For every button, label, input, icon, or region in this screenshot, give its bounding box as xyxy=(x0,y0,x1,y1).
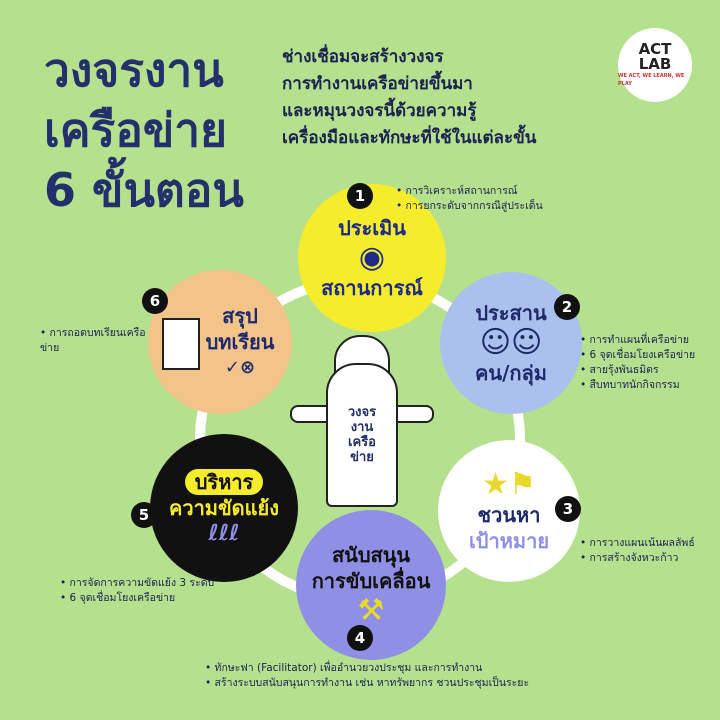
step-6-title: สรุป xyxy=(222,304,258,328)
flag-icon: ★⚑ xyxy=(482,467,536,502)
center-line: เครือ xyxy=(348,435,376,450)
step-4-title: สนับสนุน xyxy=(331,543,411,567)
title-line: เครือข่าย xyxy=(44,103,228,157)
bullet: สายรุ้งพันธมิตร xyxy=(580,363,695,378)
center-label: วงจร งาน เครือ ข่าย xyxy=(326,405,398,465)
subtitle: ช่างเชื่อมจะสร้างวงจร การทำงานเครือข่ายข… xyxy=(282,44,536,152)
subtitle-line: และหมุนวงจรนี้ด้วยความรู้ xyxy=(282,101,477,121)
step-3-subtitle: เป้าหมาย xyxy=(468,529,550,553)
step-1-circle: ประเมิน ◉ สถานการณ์ xyxy=(298,184,446,332)
step-5-circle: บริหาร ความขัดแย้ง ℓℓℓ xyxy=(150,434,298,582)
step-1-subtitle: สถานการณ์ xyxy=(321,276,423,300)
center-line: วงจร xyxy=(347,405,377,420)
bullet: 6 จุดเชื่อมโยงเครือข่าย xyxy=(60,591,214,606)
step-2-subtitle: คน/กลุ่ม xyxy=(475,361,547,385)
step-4-bullets: ทักษะฟา (Facilitator) เพื่ออำนวยวงประชุม… xyxy=(205,661,530,691)
step-3-title: ชวนหา xyxy=(477,503,541,527)
step-6-badge: 6 xyxy=(142,288,168,314)
bullet: 6 จุดเชื่อมโยงเครือข่าย xyxy=(580,348,696,363)
step-3-bullets: การวางแผนเน้นผลลัพธ์ การสร้างจังหวะก้าว xyxy=(580,536,695,566)
step-2-title: ประสาน xyxy=(475,301,547,325)
bullet: การวิเคราะห์สถานการณ์ xyxy=(396,184,543,199)
bullet: การยกระดับจากกรณีสู่ประเด็น xyxy=(396,199,543,214)
bullet: การสร้างจังหวะก้าว xyxy=(580,551,695,566)
bullet: การจัดการความขัดแย้ง 3 ระดับ xyxy=(60,576,215,591)
step-5-badge: 5 xyxy=(131,502,157,528)
title-line: 6 ขั้นตอน xyxy=(44,163,244,217)
subtitle-line: การทำงานเครือข่ายขึ้นมา xyxy=(282,74,473,94)
bullet: สืบทบาทนักกิจกรรม xyxy=(580,378,695,393)
subtitle-line: ช่างเชื่อมจะสร้างวงจร xyxy=(282,47,444,67)
page-title: วงจรงาน เครือข่าย 6 ขั้นตอน xyxy=(44,40,244,220)
bullet: สร้างระบบสนับสนุนการทำงาน เช่น หาทรัพยาก… xyxy=(205,676,530,691)
step-2-circle: ประสาน ☺☺ คน/กลุ่ม xyxy=(440,272,582,414)
people-icon: ☺☺ xyxy=(479,325,543,360)
title-line: วงจรงาน xyxy=(44,43,224,97)
center-line: ข่าย xyxy=(350,450,374,465)
document-icon xyxy=(162,318,200,370)
step-5-bullets: การจัดการความขัดแย้ง 3 ระดับ 6 จุดเชื่อม… xyxy=(60,576,215,606)
bullet: การวางแผนเน้นผลลัพธ์ xyxy=(580,536,695,551)
step-4-badge: 4 xyxy=(347,625,373,651)
bullet: การถอดบทเรียนเครือข่าย xyxy=(40,326,150,356)
step-6-subtitle: บทเรียน xyxy=(205,330,275,354)
step-2-bullets: การทำแผนที่เครือข่าย 6 จุดเชื่อมโยงเครือ… xyxy=(580,333,696,393)
step-1-bullets: การวิเคราะห์สถานการณ์ การยกระดับจากกรณีส… xyxy=(396,184,543,214)
subtitle-line: เครื่องมือและทักษะที่ใช้ในแต่ละขั้น xyxy=(282,128,537,148)
step-2-badge: 2 xyxy=(554,294,580,320)
step-4-subtitle: การขับเคลื่อน xyxy=(311,569,431,593)
step-6-bullets: การถอดบทเรียนเครือข่าย xyxy=(40,326,150,356)
step-5-subtitle: ความขัดแย้ง xyxy=(168,496,280,520)
speech-bubble-icon: บริหาร xyxy=(184,469,264,495)
step-1-badge: 1 xyxy=(347,183,373,209)
body xyxy=(326,363,398,507)
step-1-title: ประเมิน xyxy=(338,216,406,240)
check-icon: ✓⊗ xyxy=(224,357,256,378)
step-3-badge: 3 xyxy=(555,496,581,522)
tools-icon: ⚒ xyxy=(357,593,385,628)
bullet: การทำแผนที่เครือข่าย xyxy=(580,333,695,348)
center-line: งาน xyxy=(350,420,374,435)
bullet: ทักษะฟา (Facilitator) เพื่ออำนวยวงประชุม… xyxy=(205,661,529,676)
squiggle-icon: ℓℓℓ xyxy=(208,521,240,546)
center-figure: วงจร งาน เครือ ข่าย xyxy=(290,335,434,515)
eye-icon: ◉ xyxy=(358,240,386,275)
